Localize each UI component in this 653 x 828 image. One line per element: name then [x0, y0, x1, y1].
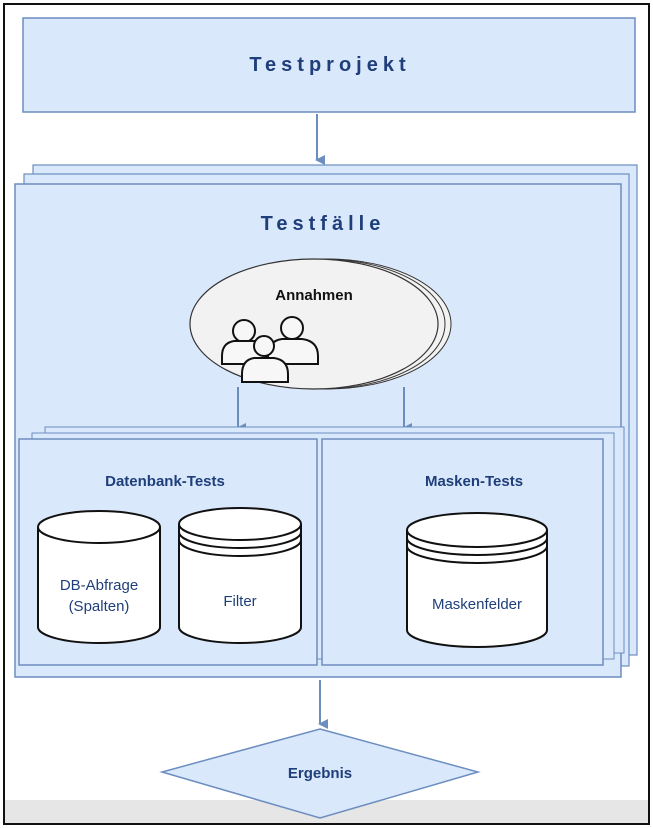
db-tests-panel: Datenbank-Tests DB-Abfrage (Spalten) Fil…	[18, 438, 318, 666]
assumptions-label: Annahmen	[275, 287, 353, 304]
db-query-label-line1: DB-Abfrage	[60, 577, 138, 594]
db-query-label-line2: (Spalten)	[69, 598, 130, 615]
filter-cylinder: Filter	[178, 507, 302, 644]
db-query-cylinder: DB-Abfrage (Spalten)	[37, 510, 161, 644]
users-icon	[221, 316, 319, 383]
mask-tests-title: Masken-Tests	[425, 473, 523, 490]
mask-tests-panel: Masken-Tests Maskenfelder	[321, 438, 604, 666]
mask-fields-label: Maskenfelder	[432, 596, 522, 613]
result-label: Ergebnis	[288, 765, 352, 782]
result-diamond: Ergebnis	[159, 728, 481, 819]
testcases-title: Testfälle	[261, 213, 386, 235]
assumptions-ellipse	[189, 258, 439, 390]
filter-label: Filter	[223, 593, 256, 610]
db-tests-title: Datenbank-Tests	[105, 473, 225, 490]
assumptions-group: Annahmen	[189, 258, 452, 390]
project-box: Testprojekt	[22, 17, 636, 113]
project-title: Testprojekt	[249, 54, 410, 76]
mask-fields-cylinder: Maskenfelder	[406, 512, 548, 648]
